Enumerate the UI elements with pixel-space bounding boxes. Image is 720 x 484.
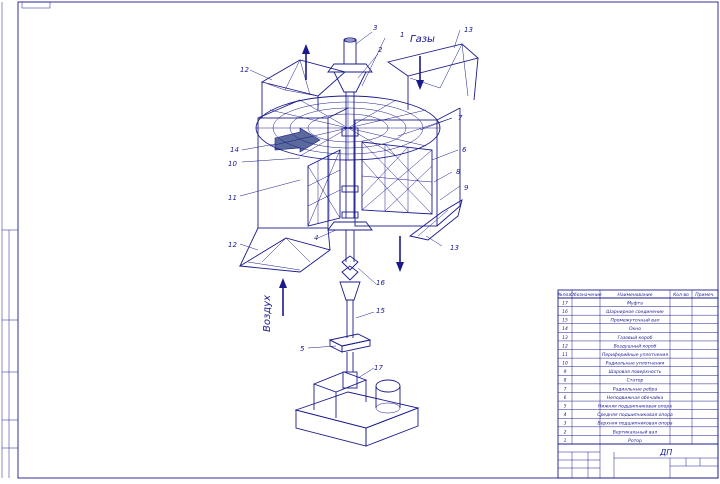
spec-row-position: 17 — [562, 300, 568, 306]
spec-row-name: Муфта — [627, 300, 643, 306]
title-block-code: ДП — [659, 448, 672, 457]
callout-labels: 1 2 3 4 5 6 7 8 9 10 11 12 12 13 13 14 1… — [228, 24, 473, 372]
leader-lines — [239, 29, 461, 379]
callout-6: 6 — [462, 146, 467, 154]
spec-row-name: Воздушный короб — [614, 343, 657, 349]
air-label: Воздух — [262, 295, 273, 332]
spec-row-name: Шарнирное соединение — [606, 309, 664, 315]
spec-row-name: Средняя подшипниковая опора — [597, 412, 673, 418]
spec-row-name: Верхняя подшипниковая опора — [598, 421, 673, 427]
spec-row-position: 7 — [564, 386, 567, 392]
spec-row-position: 13 — [562, 335, 568, 341]
vertical-shaft — [327, 37, 373, 389]
title-block: ДП — [557, 443, 719, 479]
spec-row-position: 11 — [562, 352, 568, 358]
spec-header-cell: Кол-во — [673, 292, 689, 298]
callout-13-top: 13 — [464, 26, 473, 34]
callout-10: 10 — [228, 160, 237, 168]
callout-13-bottom: 13 — [450, 244, 459, 252]
spec-row-name: Окно — [629, 326, 641, 332]
spec-row-position: 4 — [564, 412, 567, 418]
flow-arrows — [279, 44, 424, 316]
callout-5: 5 — [300, 345, 305, 353]
callout-2: 2 — [378, 46, 383, 54]
spec-row-name: Периферийные уплотнения — [602, 352, 668, 358]
callout-7: 7 — [458, 114, 463, 122]
spec-row-name: Промежуточный вал — [610, 318, 659, 324]
callout-4: 4 — [314, 234, 318, 242]
callout-14: 14 — [230, 146, 239, 154]
air-duct-assembly — [238, 59, 349, 273]
spec-header-cell: Примеч. — [695, 292, 714, 298]
matrix-left — [307, 149, 341, 227]
callout-16: 16 — [376, 279, 385, 287]
spec-row-name: Вертикальный вал — [613, 429, 658, 435]
spec-header-cell: №поз. — [557, 292, 572, 298]
spec-row-name: Газовый короб — [618, 335, 653, 341]
spec-row-position: 16 — [562, 309, 568, 315]
drive-base — [294, 371, 420, 447]
gases-label: Газы — [410, 34, 435, 45]
spec-row-position: 15 — [562, 318, 568, 324]
spec-row-name: Шаровая поверхность — [609, 369, 662, 375]
spec-row-position: 10 — [562, 361, 568, 367]
spec-row-name: Неподвижная обечайка — [607, 395, 664, 401]
spec-row-position: 8 — [564, 378, 567, 384]
callout-8: 8 — [456, 168, 461, 176]
spec-row-position: 9 — [564, 369, 567, 375]
spec-row-name: Нижняя подшипниковая опора — [598, 404, 672, 410]
spec-header-cell: Наименование — [618, 292, 653, 298]
spec-row-position: 12 — [562, 343, 568, 349]
spec-table: №поз.Обозначение Наименование Кол-во Примеч… — [557, 289, 719, 445]
matrix-right — [361, 141, 433, 215]
callout-15: 15 — [376, 307, 385, 315]
callout-12-bottom: 12 — [228, 241, 237, 249]
gas-duct-assembly — [354, 43, 479, 241]
callout-1: 1 — [400, 31, 404, 39]
callout-11: 11 — [228, 194, 237, 202]
spec-row-position: 3 — [564, 421, 567, 427]
spec-row-position: 5 — [564, 404, 567, 410]
spec-row-name: Радиальные уплотнения — [606, 361, 665, 367]
spec-row-position: 6 — [564, 395, 567, 401]
spec-row-name: Статор — [627, 378, 644, 384]
spec-row-position: 14 — [562, 326, 568, 332]
callout-17: 17 — [374, 364, 383, 372]
spec-row-position: 1 — [564, 438, 567, 444]
callout-12-top: 12 — [240, 66, 249, 74]
spec-row-position: 2 — [564, 429, 567, 435]
spec-row-name: Радиальные ребра — [613, 386, 658, 392]
rotor-disc — [255, 95, 441, 161]
spec-row-name: Ротор — [628, 438, 642, 444]
spec-header-cell: Обозначение — [570, 292, 601, 298]
callout-3: 3 — [373, 24, 377, 32]
callout-9: 9 — [464, 184, 469, 192]
